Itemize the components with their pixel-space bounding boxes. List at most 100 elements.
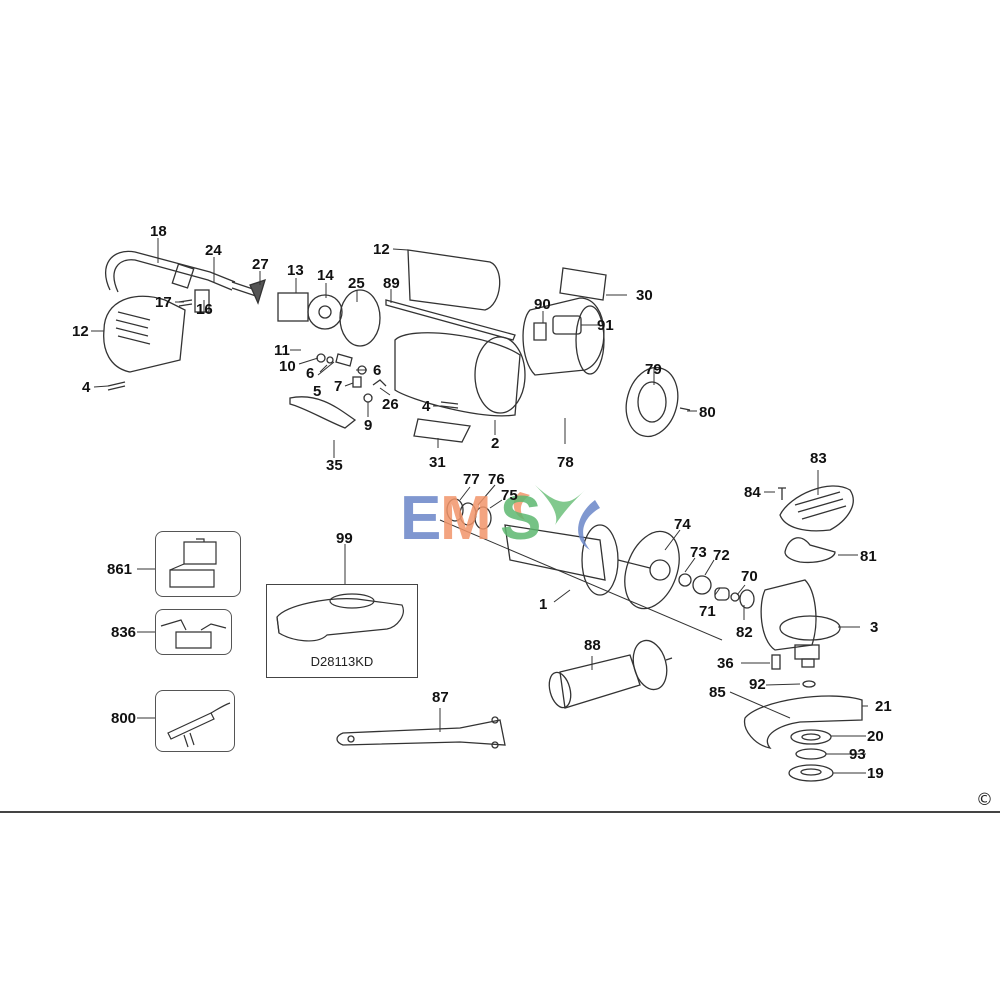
strain-relief-icon	[194, 289, 210, 313]
ring-icon	[795, 748, 827, 760]
part-label-84: 84	[744, 484, 761, 501]
screw-icon	[440, 401, 459, 409]
part-label-87: 87	[432, 689, 449, 706]
gasket-icon	[784, 537, 836, 564]
part-label-75: 75	[501, 487, 518, 504]
baffle-icon	[339, 289, 381, 347]
spacer-icon	[692, 575, 712, 595]
field-coil-icon	[522, 297, 605, 376]
part-label-85: 85	[709, 684, 726, 701]
bottom-rule-divider	[0, 811, 1000, 813]
top-housing-icon	[407, 249, 501, 311]
part-label-24: 24	[205, 242, 222, 259]
kit-dust-shroud-99: D28113KD	[266, 584, 418, 678]
part-label-74: 74	[674, 516, 691, 533]
part-label-91: 91	[597, 317, 614, 334]
part-label-26: 26	[382, 396, 399, 413]
part-label-2: 2	[491, 435, 500, 452]
part-label-836: 836	[111, 624, 137, 641]
baffle-plate-icon	[624, 530, 680, 610]
leader-line	[439, 519, 723, 641]
part-label-77: 77	[463, 471, 480, 488]
kit-case-861	[155, 531, 241, 597]
dust-shroud-icon	[276, 593, 404, 642]
part-label-4-mid: 4	[422, 398, 431, 415]
part-label-4-left: 4	[82, 379, 91, 396]
part-label-9: 9	[364, 417, 373, 434]
nut-icon	[730, 592, 740, 602]
part-label-16: 16	[196, 301, 213, 318]
rear-housing-icon	[103, 295, 186, 373]
part-label-73: 73	[690, 544, 707, 561]
part-label-5: 5	[313, 383, 322, 400]
part-label-76: 76	[488, 471, 505, 488]
part-label-99: 99	[336, 530, 353, 547]
brush-lead-icon	[289, 396, 357, 429]
copyright-mark: ©	[976, 790, 993, 810]
gear-cover-icon	[779, 485, 854, 532]
o-ring-icon	[739, 589, 755, 609]
part-label-12-top: 12	[373, 241, 390, 258]
side-handle-icon	[548, 639, 673, 709]
motor-housing-icon	[394, 332, 526, 417]
part-label-81: 81	[860, 548, 877, 565]
part-label-30: 30	[636, 287, 653, 304]
kit-toolbox-836	[155, 609, 232, 655]
leader-lines	[91, 238, 868, 774]
gear-head-icon	[760, 579, 841, 668]
part-label-11: 11	[274, 342, 290, 359]
part-label-31: 31	[429, 454, 446, 471]
screw-icon	[778, 487, 786, 500]
switch-rod-icon	[385, 299, 516, 341]
part-label-88: 88	[584, 637, 601, 654]
cone-icon	[249, 278, 266, 305]
spindle-lock-icon	[771, 654, 781, 670]
spanner-icon	[336, 716, 506, 749]
part-label-80: 80	[699, 404, 716, 421]
part-label-83: 83	[810, 450, 827, 467]
label-plate-icon	[559, 267, 607, 301]
flange-icon	[790, 729, 832, 745]
part-label-13: 13	[287, 262, 304, 279]
part-label-20: 20	[867, 728, 884, 745]
part-label-19: 19	[867, 765, 884, 782]
part-label-93: 93	[849, 746, 866, 763]
brush-icon	[335, 353, 353, 367]
part-label-89: 89	[383, 275, 400, 292]
cable-icon	[105, 250, 257, 297]
kit-code-label: D28113KD	[310, 654, 374, 669]
carry-case-icon	[169, 538, 217, 588]
bearing-plate-icon	[625, 366, 679, 438]
part-label-35: 35	[326, 457, 343, 474]
part-label-17: 17	[155, 294, 172, 311]
guard-icon	[743, 695, 863, 749]
bearing-icon	[678, 573, 692, 587]
part-label-72: 72	[713, 547, 730, 564]
part-label-79: 79	[645, 361, 662, 378]
kit-grease-gun-800	[155, 690, 235, 752]
part-label-27: 27	[252, 256, 269, 273]
part-label-3: 3	[870, 619, 879, 636]
armature-icon	[446, 498, 651, 596]
washer-icon	[802, 680, 816, 688]
part-label-70: 70	[741, 568, 758, 585]
part-label-6-right: 6	[373, 362, 382, 379]
toolbox-icon	[160, 619, 227, 649]
bracket-icon	[533, 322, 547, 341]
part-label-1: 1	[539, 596, 548, 613]
part-label-7: 7	[334, 378, 343, 395]
part-label-82: 82	[736, 624, 753, 641]
part-label-14: 14	[317, 267, 334, 284]
sticker-icon	[413, 418, 471, 443]
screw-icon	[107, 381, 126, 391]
fan-icon	[307, 294, 343, 330]
part-label-12-rear: 12	[72, 323, 89, 340]
grease-gun-icon	[167, 702, 231, 748]
part-label-18: 18	[150, 223, 167, 240]
part-label-6-left: 6	[306, 365, 315, 382]
pinion-icon	[714, 587, 730, 601]
part-label-36: 36	[717, 655, 734, 672]
switch-icon	[277, 292, 309, 322]
